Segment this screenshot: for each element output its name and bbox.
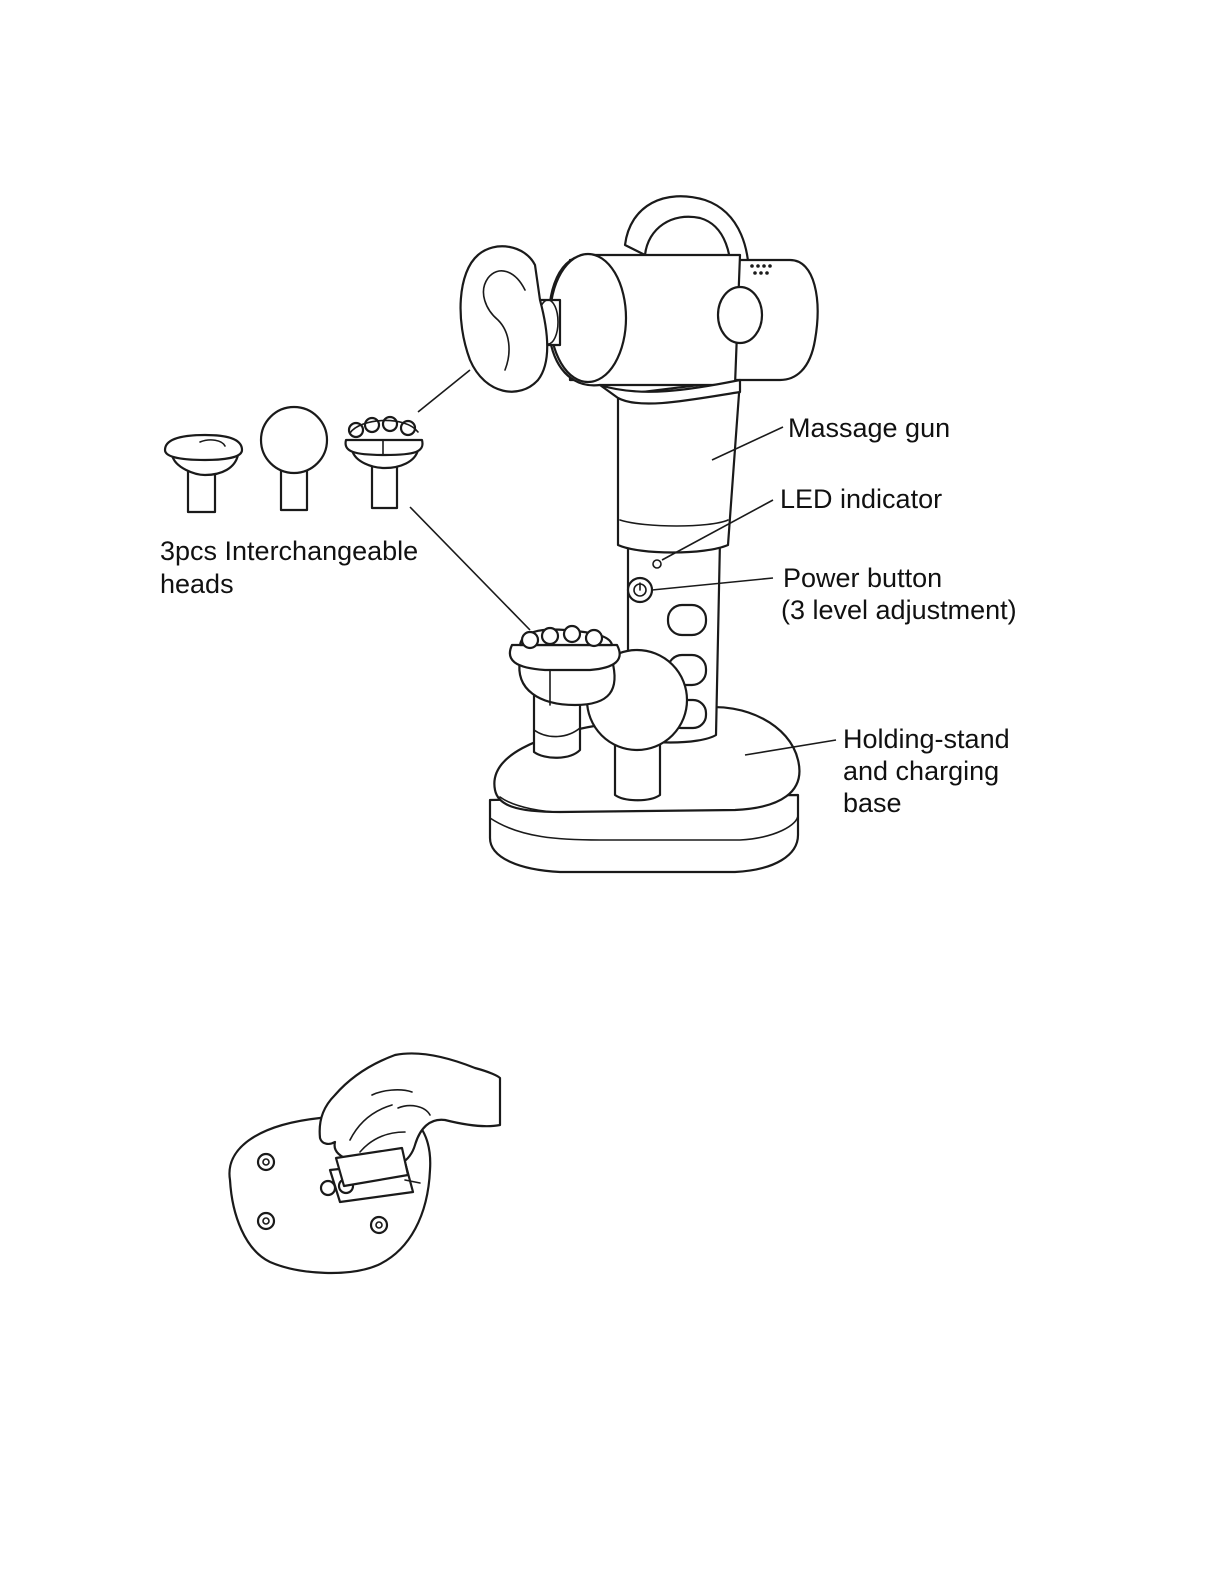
fork-head-on-stand-icon (510, 626, 620, 705)
label-heads-1: 3pcs Interchangeable (160, 536, 418, 566)
massage-gun-diagram (461, 196, 818, 872)
label-massage-gun: Massage gun (788, 413, 950, 443)
interchangeable-heads-group (165, 407, 423, 512)
label-stand-1: Holding-stand (843, 724, 1010, 754)
label-led-indicator: LED indicator (780, 484, 942, 514)
label-power-button: Power button (783, 563, 942, 593)
battery-cover-diagram (229, 1053, 500, 1273)
leader-heads-to-stand (410, 507, 530, 630)
label-heads-2: heads (160, 569, 234, 599)
label-power-button-sub: (3 level adjustment) (781, 595, 1017, 625)
label-stand-3: base (843, 788, 902, 818)
massage-head-ball-icon (261, 407, 327, 510)
leader-heads-to-gun (418, 370, 470, 412)
massage-head-flat-icon (165, 435, 242, 512)
massage-head-fork-icon (346, 417, 423, 508)
label-stand-2: and charging (843, 756, 999, 786)
